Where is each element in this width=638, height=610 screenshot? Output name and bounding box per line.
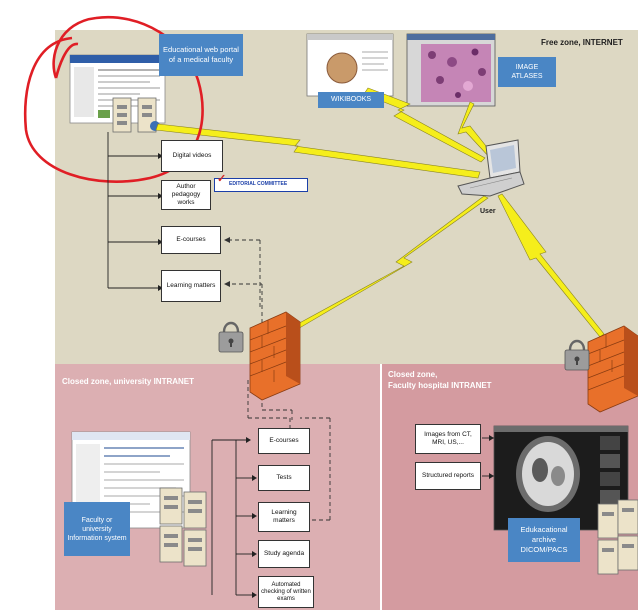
university-tree-arrowheads [246, 437, 257, 598]
hospital-arrowheads [489, 435, 494, 479]
server-icon [597, 499, 638, 575]
author-pedagogy-works-box: Author pedagogy works [161, 180, 211, 210]
firewall-icon [587, 325, 638, 413]
university-learning-matters-box: Learning matters [258, 502, 310, 532]
digital-videos-box: Digital videos [161, 140, 223, 172]
wikibooks-screenshot [306, 33, 394, 97]
university-tree-connectors [211, 439, 252, 596]
padlock-icon [564, 339, 590, 371]
dicom-viewer-image [493, 425, 629, 531]
university-e-courses-box: E-courses [258, 428, 310, 454]
hospital-zone-label-line1: Closed zone, [388, 370, 438, 379]
checkmark-icon: ✓ [217, 173, 227, 185]
firewall-icon [249, 311, 301, 401]
university-is-callout: Faculty or university Information system [64, 502, 130, 556]
hospital-zone-label-line2: Faculty hospital INTRANET [388, 381, 492, 390]
wikibooks-callout: WIKIBOOKS [318, 92, 384, 108]
lightning-link-icon [155, 123, 481, 179]
server-icon [112, 97, 132, 133]
portal-tree-arrowheads [158, 153, 163, 291]
padlock-icon [218, 321, 244, 353]
editorial-committee-label: EDITORIAL COMMITTEE [229, 181, 288, 187]
lightning-link-icon [293, 195, 489, 331]
dicom-pacs-callout: Edukacational archive DICOM/PACS [508, 518, 580, 562]
learning-matters-box: Learning matters [161, 270, 221, 302]
internet-zone-label: Free zone, INTERNET [541, 38, 623, 47]
image-atlases-callout: IMAGE ATLASES [498, 57, 556, 87]
hospital-connectors [482, 437, 494, 477]
images-from-ct-box: Images from CT, MRI, US,... [415, 424, 481, 454]
portal-tree-connectors [107, 132, 158, 289]
user-label: User [480, 208, 496, 215]
structured-reports-box: Structured reports [415, 462, 481, 490]
editorial-committee-stamp: ✓ EDITORIAL COMMITTEE [214, 173, 308, 192]
image-atlas-screenshot [406, 33, 496, 107]
tests-box: Tests [258, 465, 310, 491]
server-icon [159, 487, 207, 567]
lightning-link-icon [497, 193, 605, 338]
laptop-icon [457, 139, 525, 197]
e-courses-box: E-courses [161, 226, 221, 254]
automated-checking-box: Automated checking of written exams [258, 576, 314, 608]
university-zone-label: Closed zone, university INTRANET [62, 377, 195, 386]
portal-callout: Educational web portal of a medical facu… [159, 34, 243, 76]
study-agenda-box: Study agenda [258, 540, 310, 568]
